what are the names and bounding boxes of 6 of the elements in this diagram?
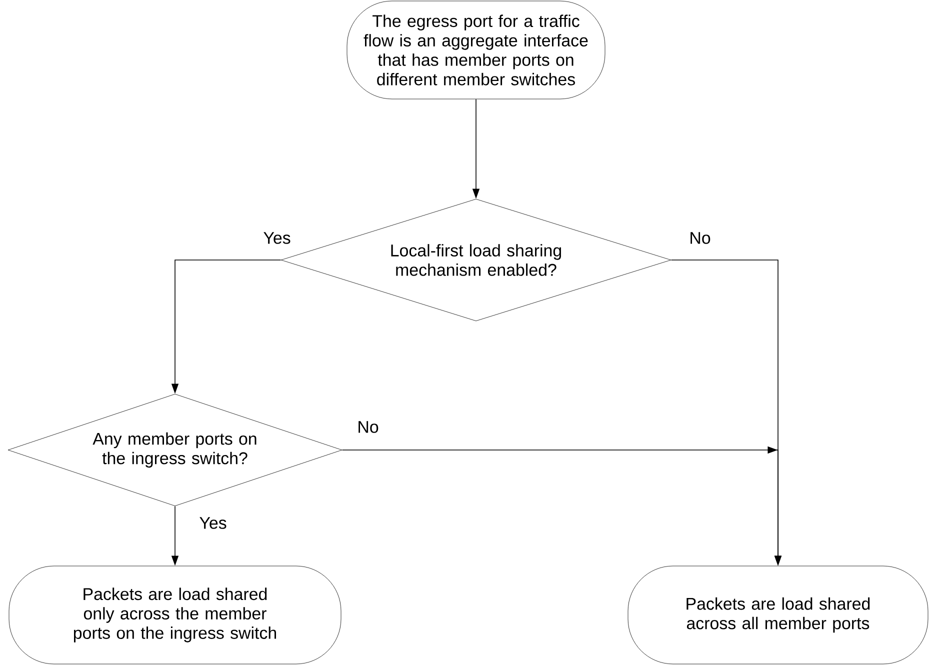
edge-label: No — [688, 231, 712, 245]
edge-label: Yes — [198, 516, 228, 530]
edge-label: No — [356, 420, 380, 434]
terminal-box: Packets are load shared across all member ports — [628, 566, 928, 664]
terminal-box: The egress port for a traffic flow is an aggregate interface that has member ports on different member switches — [346, 0, 606, 100]
terminal-box: Packets are load shared only across the member ports on the ingress switch — [8, 566, 342, 664]
